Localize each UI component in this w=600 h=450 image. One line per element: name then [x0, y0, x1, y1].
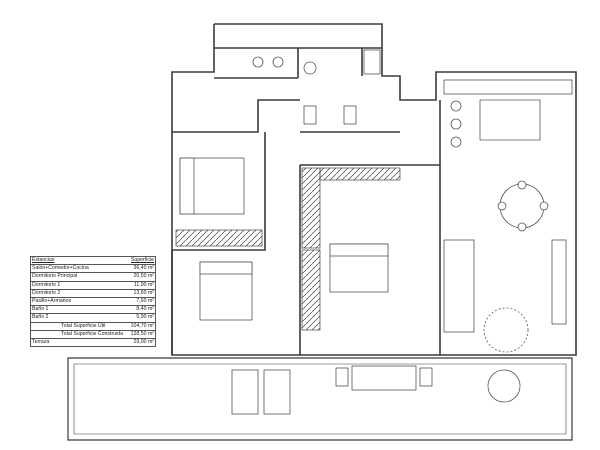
toilet-3	[343, 105, 357, 125]
chair	[497, 201, 507, 211]
bed-bedroom-2-pillow	[199, 261, 253, 275]
terrace-inner	[73, 363, 567, 435]
room-area: 13,60 m²	[128, 289, 156, 298]
room-area: 8,40 m²	[128, 305, 156, 315]
outer-wall-west	[171, 24, 300, 356]
terrace-outline	[67, 357, 573, 441]
dining-table	[499, 183, 545, 229]
tv-unit	[551, 239, 567, 325]
wardrobe-corridor	[301, 167, 321, 249]
outer-wall	[214, 23, 577, 356]
area-table: Estancias Superficie Salón+Comedor+Cocin…	[30, 256, 156, 348]
header-room: Estancias	[30, 256, 129, 266]
total-row: Total Superficie Construida 128,50 m²	[30, 330, 156, 339]
corridor-wall	[172, 99, 400, 133]
room-name: Terraza	[32, 338, 50, 345]
table-row: Salón+Comedor+Cocina 36,40 m²	[30, 264, 156, 274]
stool	[450, 118, 462, 130]
total-area: 128,50 m²	[128, 330, 156, 339]
terrace-sofa	[351, 365, 417, 391]
total-label: Total Superficie Útil	[30, 322, 129, 331]
room-name: Baño 2	[30, 313, 129, 323]
bathroom-block	[214, 47, 382, 79]
header-area: Superficie	[128, 256, 156, 266]
table-row: Dormitorio Principal 20,50 m²	[30, 272, 156, 282]
bed-master-pillow	[329, 243, 389, 257]
toilet-2	[303, 105, 317, 125]
total-row: Total Superficie Útil 104,70 m²	[30, 322, 156, 331]
terrace-table	[487, 369, 521, 403]
wardrobe-bed1	[175, 229, 263, 247]
room-name: Baño 1	[30, 305, 129, 315]
table-header: Estancias Superficie	[30, 256, 156, 266]
stool	[450, 136, 462, 148]
kitchen-island	[479, 99, 541, 141]
table-row: Baño 1 8,40 m²	[30, 305, 156, 315]
stool	[450, 100, 462, 112]
table-row: Dormitorio 1 11,90 m²	[30, 281, 156, 290]
sunbed	[263, 369, 291, 415]
toilet	[303, 61, 317, 75]
bed-bedroom-1-pillow	[179, 157, 195, 215]
room-name: Salón+Comedor+Cocina	[30, 264, 129, 274]
rug	[483, 307, 529, 353]
chair	[517, 222, 527, 232]
room-area: 11,90 m²	[128, 281, 156, 290]
total-area: 104,70 m²	[128, 322, 156, 331]
sunbed	[231, 369, 259, 415]
room-name: Dormitorio 1	[30, 281, 129, 290]
terrace-armchair	[335, 367, 349, 387]
chair	[517, 180, 527, 190]
room-area: 5,90 m²	[128, 313, 156, 323]
table-row: Terraza 29,00 m²	[31, 338, 156, 346]
table-row: Baño 2 5,90 m²	[30, 313, 156, 323]
sink	[252, 56, 264, 68]
table-row: Pasillo+Armarios 7,60 m²	[30, 297, 156, 307]
room-name: Pasillo+Armarios	[30, 297, 129, 307]
room-name: Dormitorio Principal	[30, 272, 129, 282]
room-name: Dormitorio 2	[30, 289, 129, 298]
bathtub	[363, 49, 381, 75]
sink	[272, 56, 284, 68]
table-row: Dormitorio 2 13,60 m²	[30, 289, 156, 298]
room-area: 29,00 m²	[133, 338, 154, 345]
sofa	[443, 239, 475, 333]
wardrobe-master	[301, 249, 321, 331]
kitchen-counter	[443, 79, 573, 95]
room-area: 36,40 m²	[128, 264, 156, 274]
total-label: Total Superficie Construida	[30, 330, 129, 339]
room-area: 7,60 m²	[128, 297, 156, 307]
wardrobe-hall	[319, 167, 401, 181]
chair	[539, 201, 549, 211]
terrace-armchair	[419, 367, 433, 387]
bedroom-1-wall	[172, 132, 266, 251]
room-area: 20,50 m²	[128, 272, 156, 282]
